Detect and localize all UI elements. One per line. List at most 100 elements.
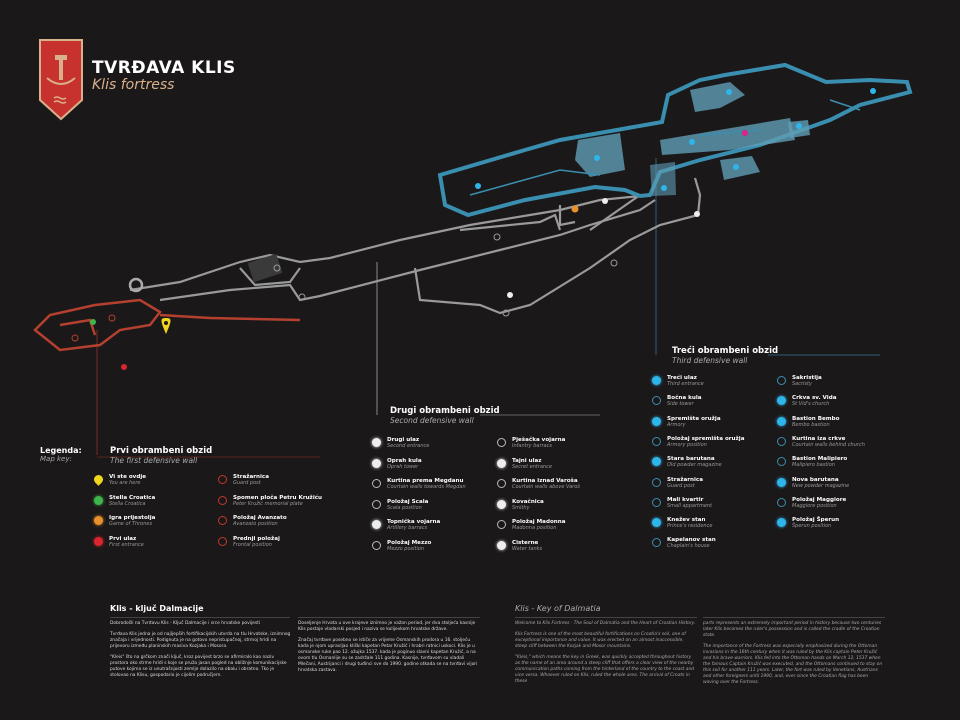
marker-old-powder: [689, 139, 695, 145]
divider: [110, 617, 290, 618]
marker-circle-icon: [652, 538, 661, 548]
divider: [703, 617, 885, 618]
legend-item-translation: Second entrance: [387, 443, 430, 449]
legend-item-translation: Courtain walls behind church: [792, 441, 865, 448]
round-tower: [128, 277, 144, 293]
map-markers: [71, 88, 876, 370]
legend-item-name: Vi ste ovdje: [109, 474, 147, 480]
legend-item-name: Topnička vojarna: [387, 519, 441, 525]
marker-church: [726, 89, 732, 95]
legend-item-translation: Maggiore position: [792, 502, 837, 509]
legend-item-translation: Oprah tower: [387, 463, 419, 470]
marker-circle-icon: [218, 516, 227, 525]
location-pin-icon: [92, 473, 105, 486]
legend-item-translation: Guard post: [667, 482, 695, 489]
legend-item-translation: Third entrance: [667, 381, 704, 387]
marker-circle-icon: [777, 497, 786, 507]
marker-game-of-thrones: [571, 205, 579, 213]
marker-second-wall: [507, 292, 513, 298]
section-title: Treći obrambeni obzid: [672, 346, 779, 356]
legend-item-translation: Smithy: [512, 504, 530, 511]
legend-item-translation: Side tower: [667, 401, 694, 408]
marker-outline: [502, 309, 510, 317]
marker-speron: [870, 88, 876, 94]
legend-item-name: Prvi ulaz: [109, 535, 137, 542]
marker-outline: [273, 264, 281, 272]
marker-circle-icon: [652, 457, 661, 467]
legend-item-translation: Stella Croatica: [109, 500, 146, 507]
marker-circle-icon: [497, 458, 506, 468]
klis-coat-of-arms-logo: [39, 39, 83, 121]
section-subtitle: Third defensive wall: [672, 356, 748, 365]
marker-red-outline: [108, 314, 116, 322]
legend-item-name: Bastion Bembo: [792, 415, 840, 422]
legend-item-translation: Bembo bastion: [792, 421, 830, 428]
legend-item-translation: Šperun position: [792, 523, 832, 530]
legend-item-name: Kurtina prema Megdanu: [387, 478, 464, 484]
legend-item-translation: Mezzo position: [387, 545, 425, 552]
legend-title: Legenda:: [40, 446, 82, 455]
marker-circle-icon: [497, 520, 506, 529]
legend-item-name: Položaj Mezzo: [387, 539, 432, 546]
legend-item-name: Položaj Šperun: [792, 517, 840, 524]
legend-item-name: Spomen ploča Petru Kružiću: [233, 494, 323, 501]
legend-item-name: Kurtina iznad Varoša: [512, 478, 578, 484]
legend-item-translation: Small appartment: [667, 502, 713, 509]
legend-item-name: Knežev stan: [667, 517, 706, 524]
legend-item-name: Bočna kula: [667, 395, 702, 402]
section-third-wall-heading: Treći obrambeni obzid Third defensive wa…: [672, 346, 778, 365]
marker-circle-icon: [94, 536, 103, 546]
legend-item-name: Drugi ulaz: [387, 437, 420, 443]
legend-item-name: Kapelanov stan: [667, 537, 716, 544]
legend-item-translation: New powder magazine: [792, 482, 850, 489]
legend-item-name: Stara barutana: [667, 456, 715, 463]
legend-item-translation: First entrance: [109, 541, 144, 548]
legend-item-translation: You are here: [109, 480, 141, 486]
legend-item-name: Treći ulaz: [667, 375, 697, 381]
marker-prince-residence: [661, 185, 667, 191]
divider: [298, 617, 480, 618]
legend-item-translation: Game of Thrones: [109, 521, 153, 527]
page-subtitle: Klis fortress: [92, 77, 175, 93]
page-title: TVRĐAVA KLIS: [92, 58, 236, 78]
marker-circle-icon: [777, 396, 786, 406]
section-second-wall-heading: Drugi obrambeni obzid Second defensive w…: [390, 406, 500, 425]
legend-item-name: Pješačka vojarna: [512, 437, 566, 443]
marker-circle-icon: [777, 416, 786, 426]
marker-new-powder: [733, 164, 739, 170]
legend-item-translation: Malipiero bastion: [792, 462, 835, 469]
